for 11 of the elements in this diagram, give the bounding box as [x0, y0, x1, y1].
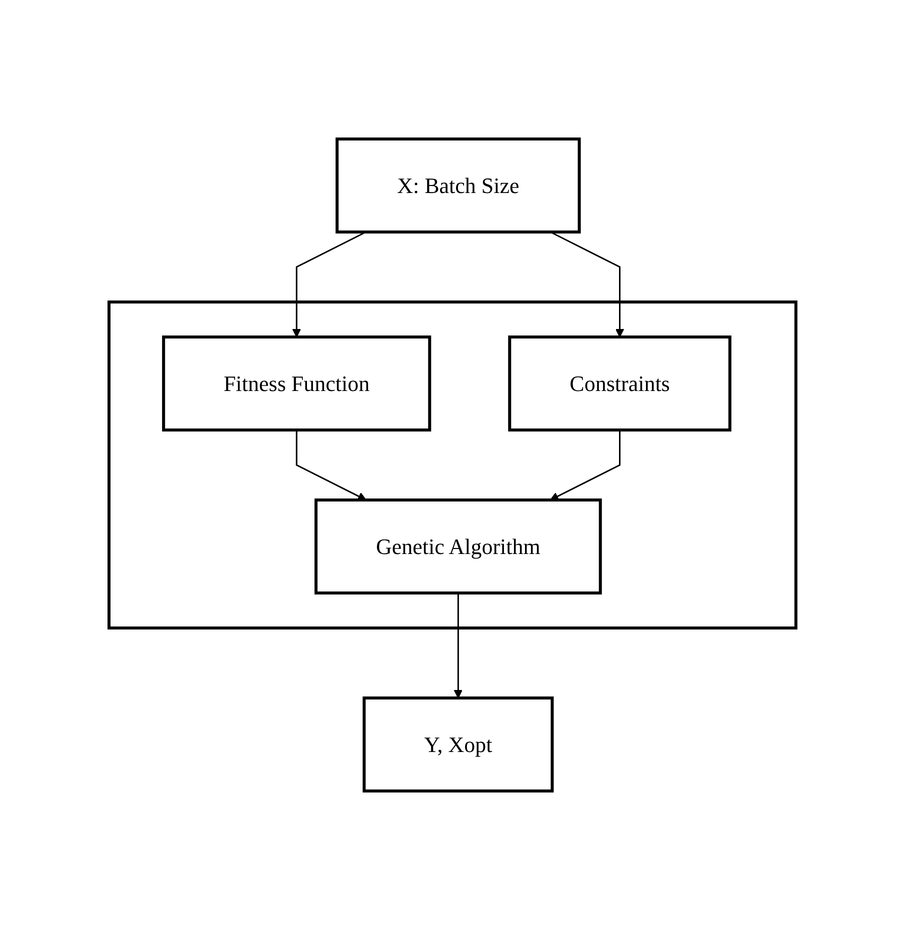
- node-box: X: Batch Size: [336, 138, 581, 234]
- arrow: [550, 430, 621, 500]
- cluster: [108, 300, 798, 630]
- arrow: [292, 231, 366, 338]
- arrow: [296, 430, 366, 500]
- node-box: Genetic Algorithm: [314, 498, 602, 594]
- node-box: Constraints: [508, 336, 732, 432]
- arrow: [454, 593, 463, 698]
- node-box: Fitness Function: [162, 336, 432, 432]
- arrow: [550, 231, 624, 338]
- node-box: Y, Xopt: [362, 696, 554, 792]
